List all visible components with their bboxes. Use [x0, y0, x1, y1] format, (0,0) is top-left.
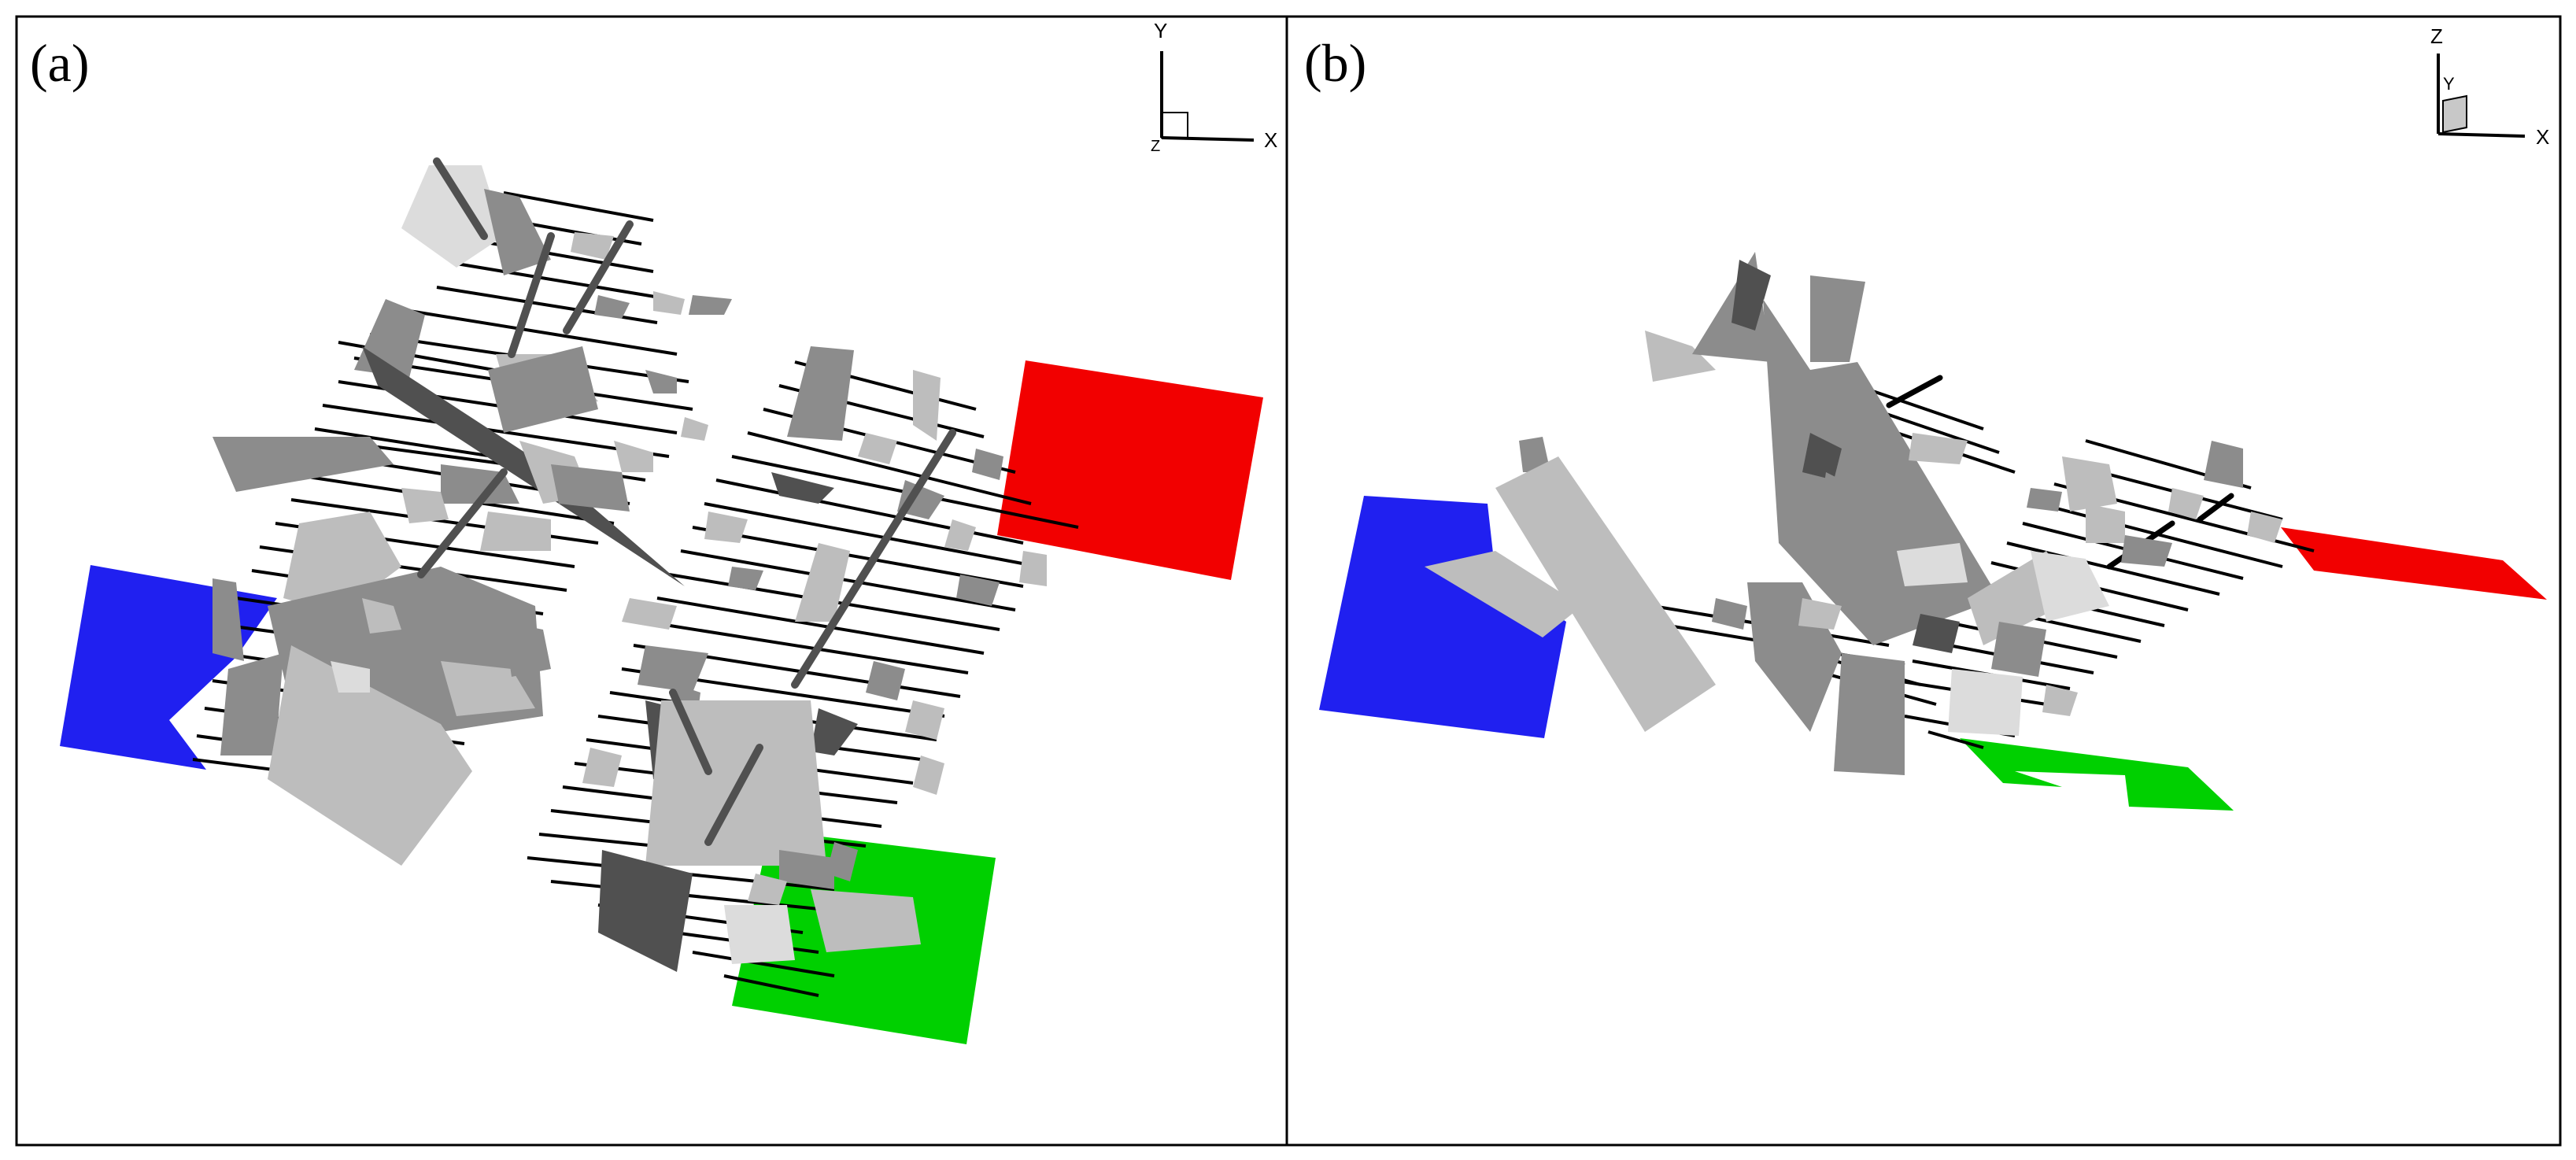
panel-b-label: (b) — [1304, 33, 1366, 93]
panel-a-axis-triad: Y X Z — [1151, 19, 1277, 155]
panel-b-blue-boundary — [1319, 496, 1566, 738]
panel-b-depth-marker — [2442, 94, 2467, 134]
panel-b-red-boundary — [2281, 527, 2547, 600]
panel-b-axis-triad: Z X Y — [2430, 24, 2549, 149]
panel-b-depth-axis-label: Y — [2443, 74, 2455, 94]
panel-a-border — [15, 15, 1288, 1147]
panel-b-vertical-axis-label: Z — [2430, 24, 2443, 48]
panel-a-fractures — [213, 165, 1047, 972]
panel-a-horizontal-axis-label: X — [1264, 128, 1277, 152]
panel-b-fractures — [1425, 252, 2282, 775]
panel-a-label: (a) — [30, 33, 89, 93]
panel-b-green-boundary — [1960, 738, 2234, 811]
panel-a-vertical-axis-label: Y — [1154, 19, 1167, 42]
panel-b: (b) Z X Y — [1285, 15, 2562, 1147]
panel-a: (a) Y X Z — [15, 15, 1288, 1147]
panel-a-depth-axis-label: Z — [1151, 138, 1160, 155]
panel-b-horizontal-axis-label: X — [2536, 125, 2549, 149]
panel-a-depth-marker — [1161, 112, 1188, 139]
panel-a-fracture-traces — [417, 157, 956, 846]
panel-b-horizontal-axis — [2437, 132, 2526, 138]
